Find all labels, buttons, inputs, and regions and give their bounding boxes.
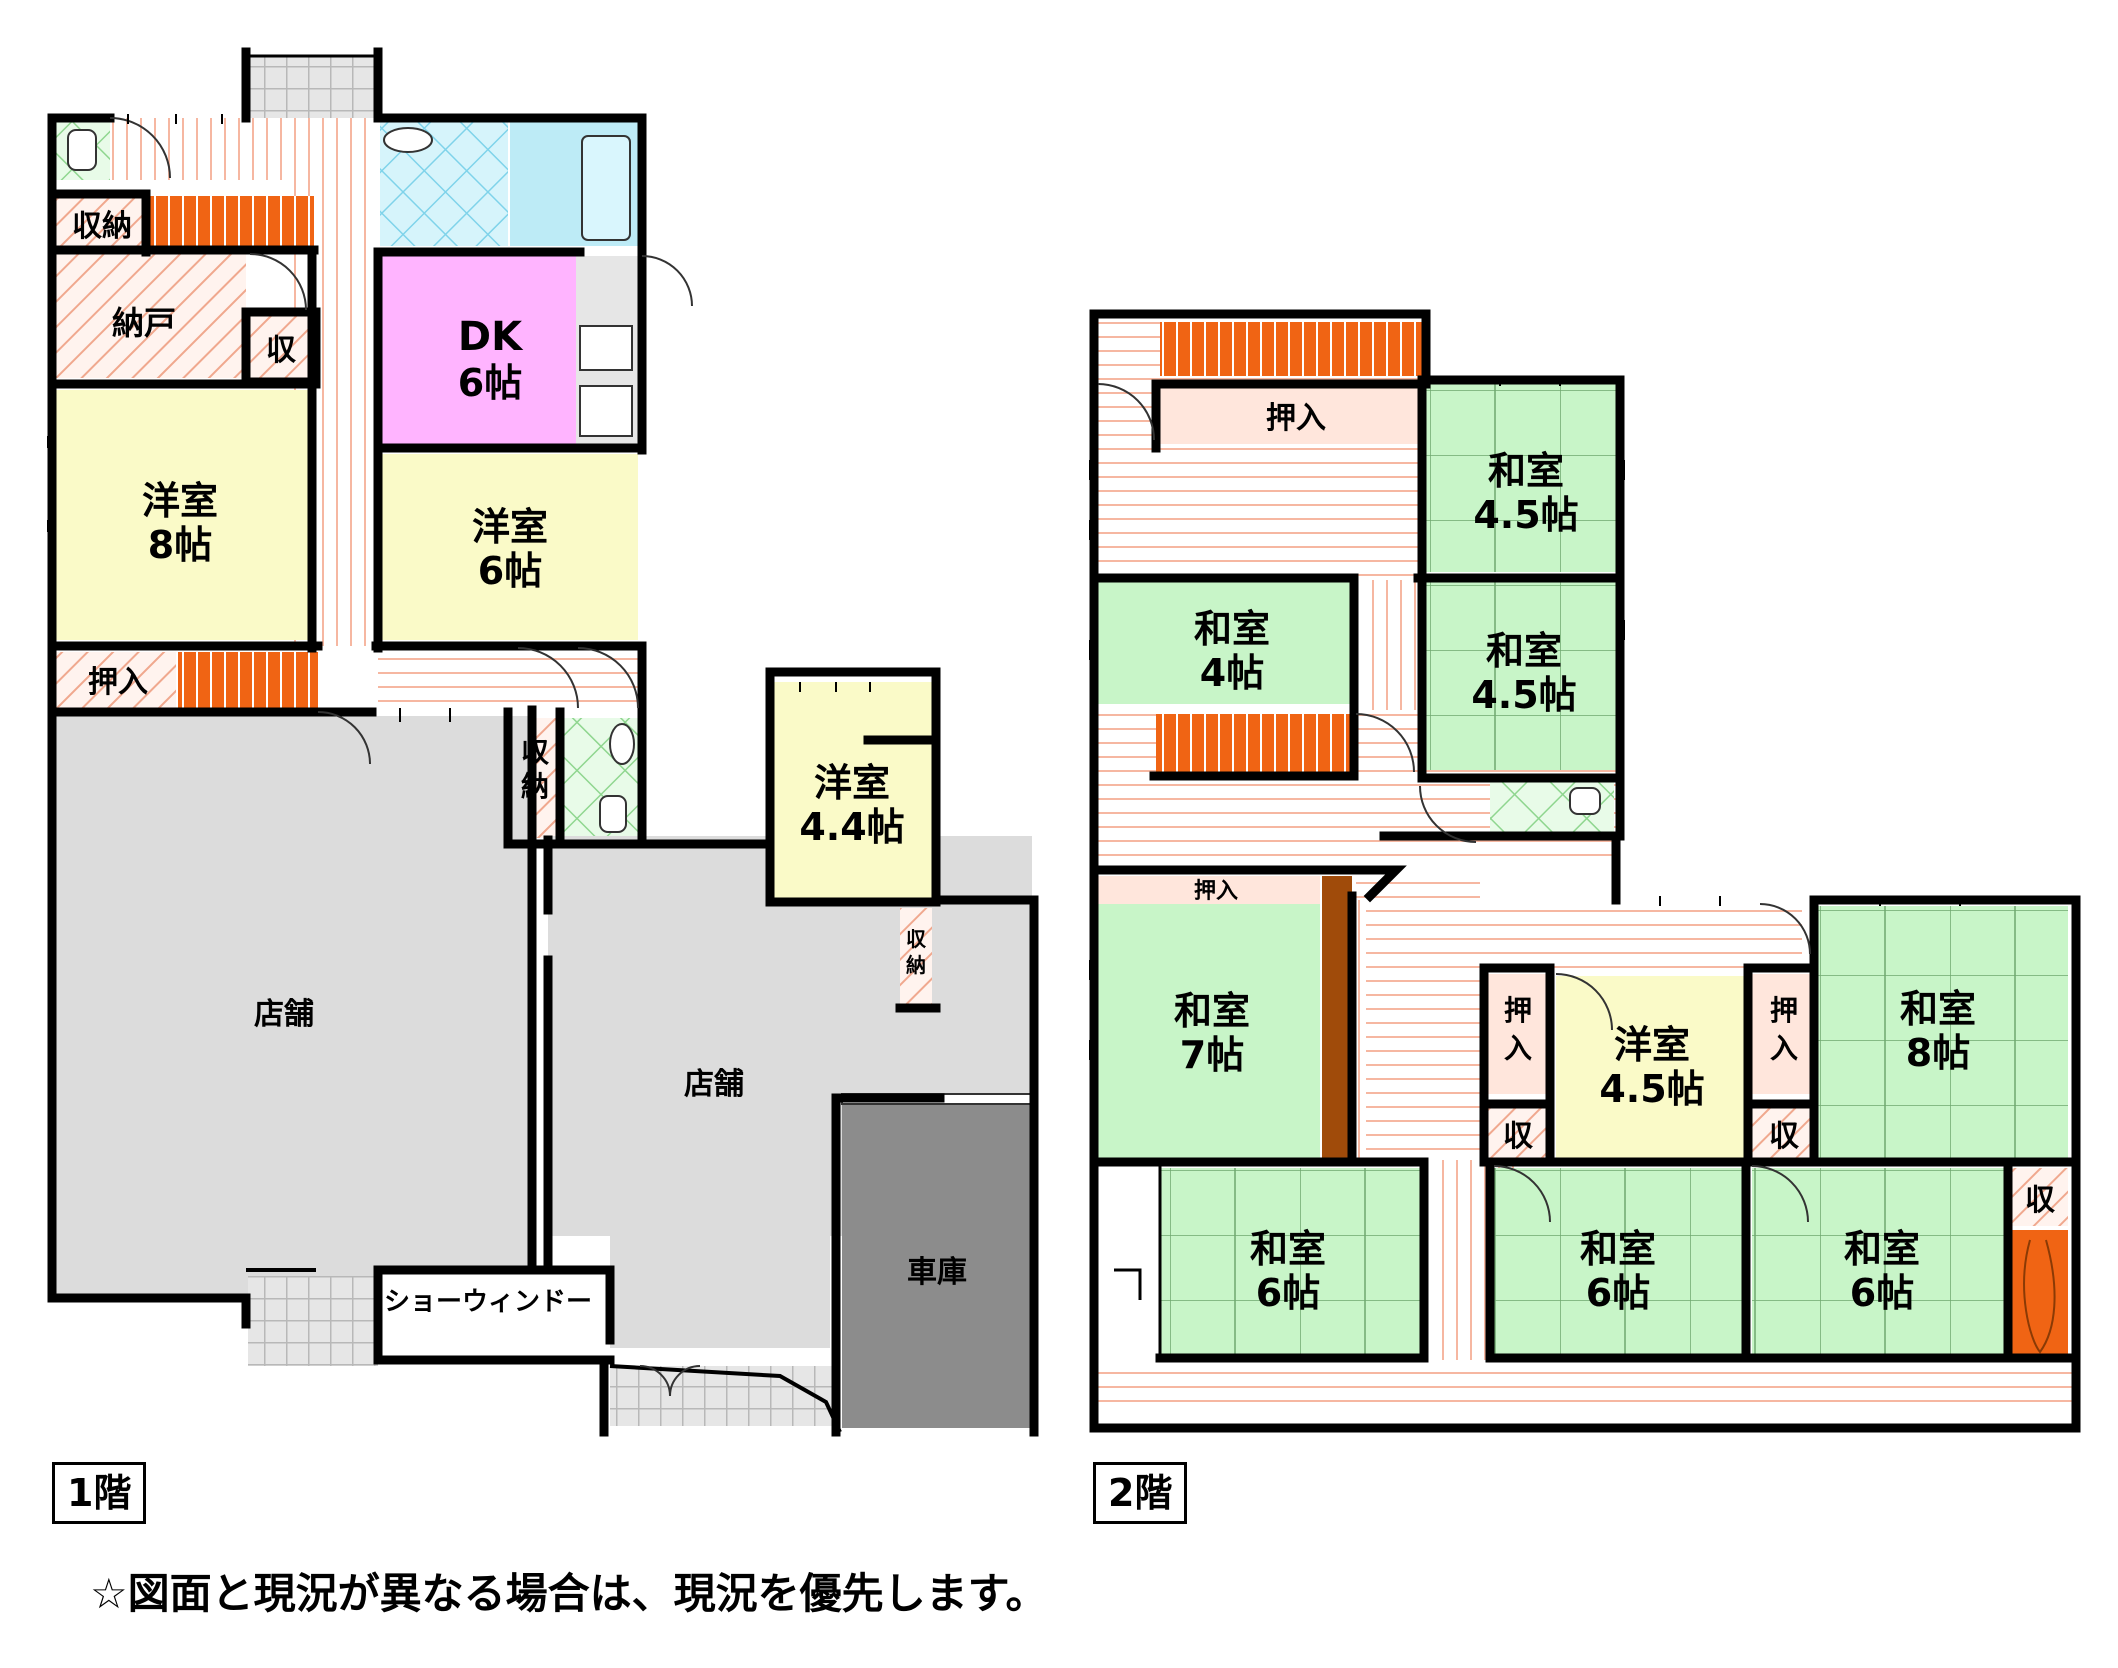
- floor-2-tag: 2階: [1093, 1462, 1188, 1524]
- label-yoshitsu6-line1: 洋室: [472, 505, 548, 549]
- label-oshiire-v2b: 入: [1770, 1032, 1798, 1065]
- label-washitsu45a-line2: 4.5帖: [1473, 493, 1578, 537]
- label-washitsu45b-line2: 4.5帖: [1471, 673, 1576, 717]
- label-shuno-small-v1: 収: [906, 927, 927, 951]
- label-shuno-small-v2: 納: [906, 953, 926, 977]
- label-shuno-v1: 収: [521, 736, 550, 769]
- label-oshiire-v1a: 押: [1504, 994, 1532, 1027]
- label-oshiire-small: 押入: [1194, 878, 1238, 904]
- floor-1-tag: 1階: [52, 1462, 147, 1524]
- label-shu-a: 収: [1503, 1119, 1534, 1154]
- label-shuno-v2: 納: [521, 770, 549, 803]
- label-shu-c: 収: [2025, 1183, 2056, 1218]
- label-oshiire-v2a: 押: [1770, 994, 1798, 1027]
- label-yoshitsu44-line1: 洋室: [814, 761, 890, 805]
- floor-1-plan: [47, 47, 1039, 1437]
- label-yoshitsu8-line2: 8帖: [148, 523, 212, 567]
- label-oshiire: 押入: [88, 665, 148, 700]
- label-shu-b: 収: [1769, 1119, 1800, 1154]
- label-washitsu6b-line2: 6帖: [1586, 1271, 1650, 1315]
- label-storage-top: 収納: [72, 209, 132, 244]
- label-washitsu45a-line1: 和室: [1488, 449, 1564, 493]
- label-washitsu8-line1: 和室: [1900, 987, 1976, 1031]
- label-dk-line2: 6帖: [458, 361, 522, 405]
- label-washitsu6b-line1: 和室: [1580, 1227, 1656, 1271]
- label-washitsu4-line2: 4帖: [1200, 651, 1264, 695]
- label-washitsu6a-line1: 和室: [1250, 1227, 1326, 1271]
- label-yoshitsu44-line2: 4.4帖: [799, 805, 904, 849]
- label-washitsu7-line1: 和室: [1174, 989, 1250, 1033]
- label-oshiire-top: 押入: [1266, 401, 1326, 436]
- disclaimer-note: ☆図面と現況が異なる場合は、現況を優先します。: [90, 1569, 1048, 1618]
- label-yoshitsu8-line1: 洋室: [142, 479, 218, 523]
- label-yoshitsu6-line2: 6帖: [478, 549, 542, 593]
- floor-2-plan: [1089, 309, 2081, 1433]
- label-dk-line1: DK: [458, 314, 524, 360]
- label-washitsu6c-line2: 6帖: [1850, 1271, 1914, 1315]
- label-washitsu7-line2: 7帖: [1180, 1033, 1244, 1077]
- floor-1-labels: 収納 納戸 収 DK 6帖 洋室 8帖 洋室 6帖 押入 収 納 洋室 4.4帖…: [72, 209, 967, 1317]
- label-washitsu45b-line1: 和室: [1486, 629, 1562, 673]
- label-showwindow: ショーウィンドー: [384, 1287, 592, 1317]
- label-store-left: 店舗: [254, 997, 314, 1032]
- label-washitsu6c-line1: 和室: [1844, 1227, 1920, 1271]
- floor-2-labels: 押入 和室 4.5帖 和室 4帖 和室 4.5帖 押入 和室 7帖 押 入 洋室…: [1174, 401, 2056, 1315]
- label-oshiire-v1b: 入: [1504, 1032, 1532, 1065]
- label-shu-small: 収: [266, 333, 297, 368]
- label-washitsu8-line2: 8帖: [1906, 1031, 1970, 1075]
- label-yoshitsu45-line1: 洋室: [1614, 1023, 1690, 1067]
- label-garage: 車庫: [907, 1255, 967, 1290]
- label-nando: 納戸: [112, 304, 176, 342]
- label-washitsu6a-line2: 6帖: [1256, 1271, 1320, 1315]
- label-yoshitsu45-line2: 4.5帖: [1599, 1067, 1704, 1111]
- label-store-right: 店舗: [684, 1067, 744, 1102]
- label-washitsu4-line1: 和室: [1194, 607, 1270, 651]
